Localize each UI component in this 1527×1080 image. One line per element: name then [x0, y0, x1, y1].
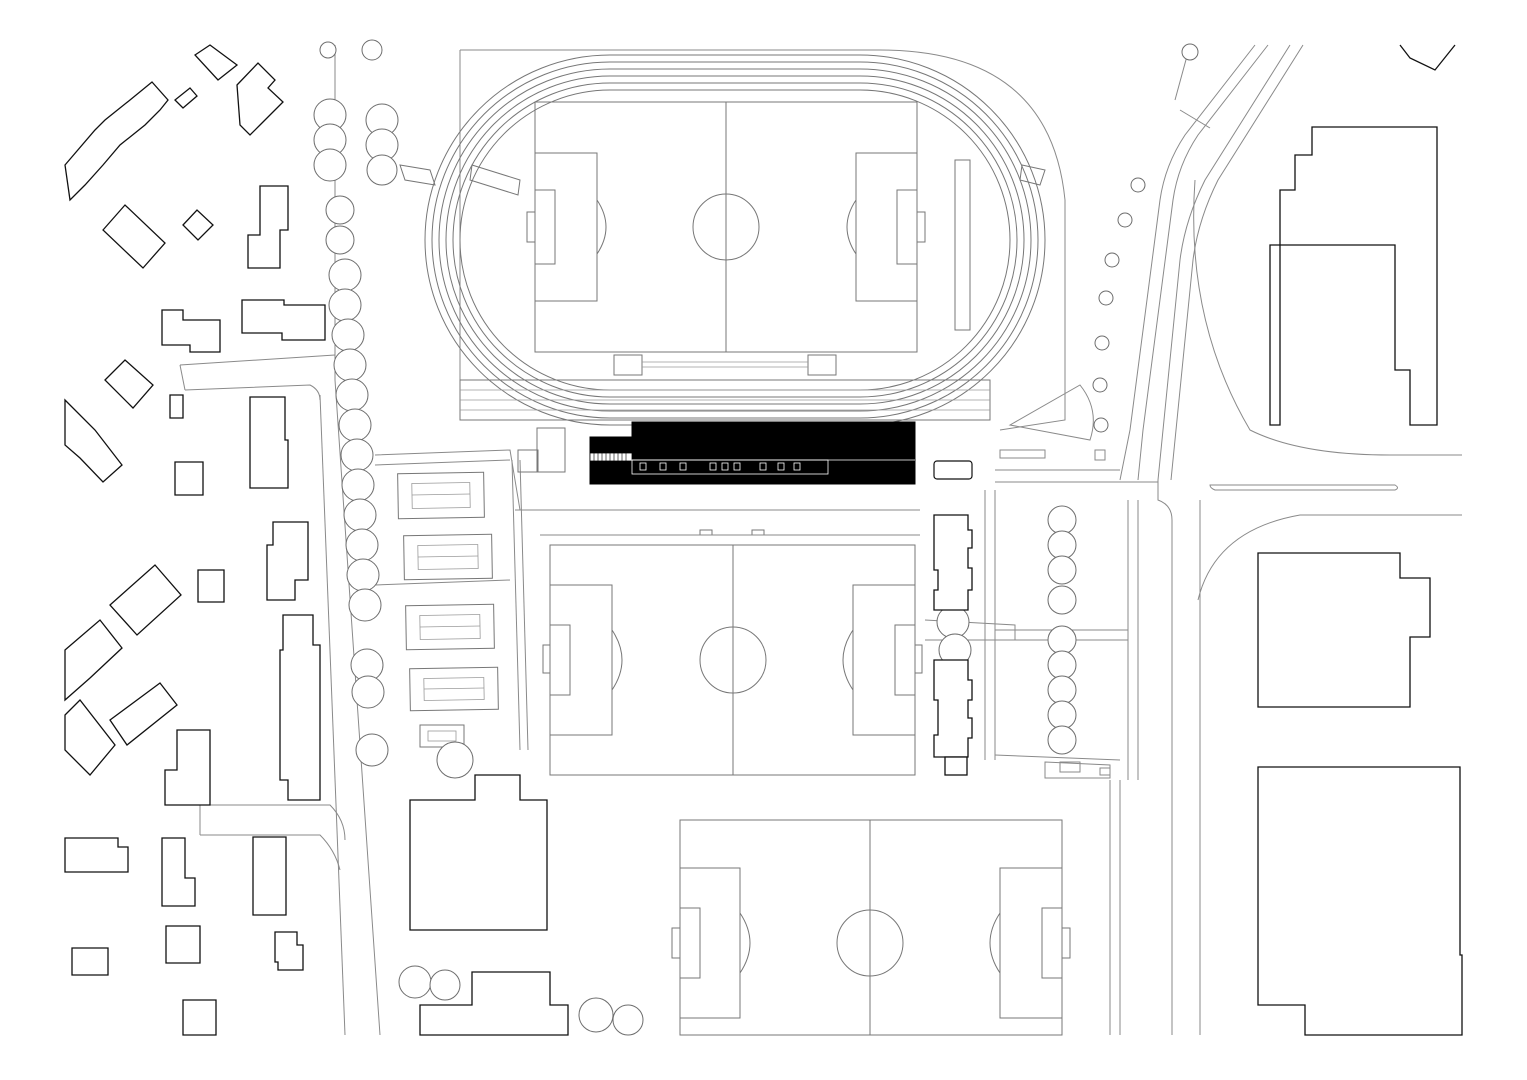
road-network — [179, 44, 1462, 1036]
buildings — [64, 44, 1463, 1036]
highlighted-building — [517, 421, 973, 485]
tennis-courts — [397, 471, 499, 748]
football-pitch-middle — [540, 529, 923, 776]
stadium-pitch — [526, 101, 926, 376]
athletics-stadium — [399, 54, 1046, 426]
trees — [313, 39, 1199, 1036]
football-pitch-bottom — [671, 819, 1071, 1036]
